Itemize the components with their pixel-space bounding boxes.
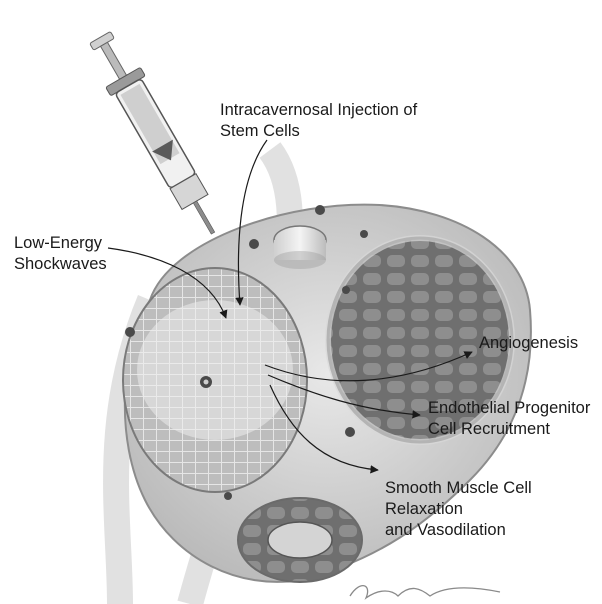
label-line: Smooth Muscle Cell [385, 478, 532, 499]
artist-signature [350, 586, 500, 598]
label-angiogenesis: Angiogenesis [479, 333, 578, 354]
label-endothelial-progenitor: Endothelial Progenitor Cell Recruitment [428, 398, 590, 440]
label-line: Cell Recruitment [428, 419, 590, 440]
label-line: and Vasodilation [385, 520, 532, 541]
label-line: Endothelial Progenitor [428, 398, 590, 419]
label-line: Shockwaves [14, 254, 107, 275]
label-line: Low-Energy [14, 233, 107, 254]
label-stem-cell-injection: Intracavernosal Injection of Stem Cells [220, 100, 417, 142]
label-line: Angiogenesis [479, 333, 578, 354]
label-smooth-muscle-relaxation: Smooth Muscle Cell Relaxation and Vasodi… [385, 478, 532, 541]
label-line: Stem Cells [220, 121, 417, 142]
syringe-icon [83, 27, 231, 243]
label-line: Intracavernosal Injection of [220, 100, 417, 121]
label-low-energy-shockwaves: Low-Energy Shockwaves [14, 233, 107, 275]
label-line: Relaxation [385, 499, 532, 520]
urethra [268, 522, 332, 558]
